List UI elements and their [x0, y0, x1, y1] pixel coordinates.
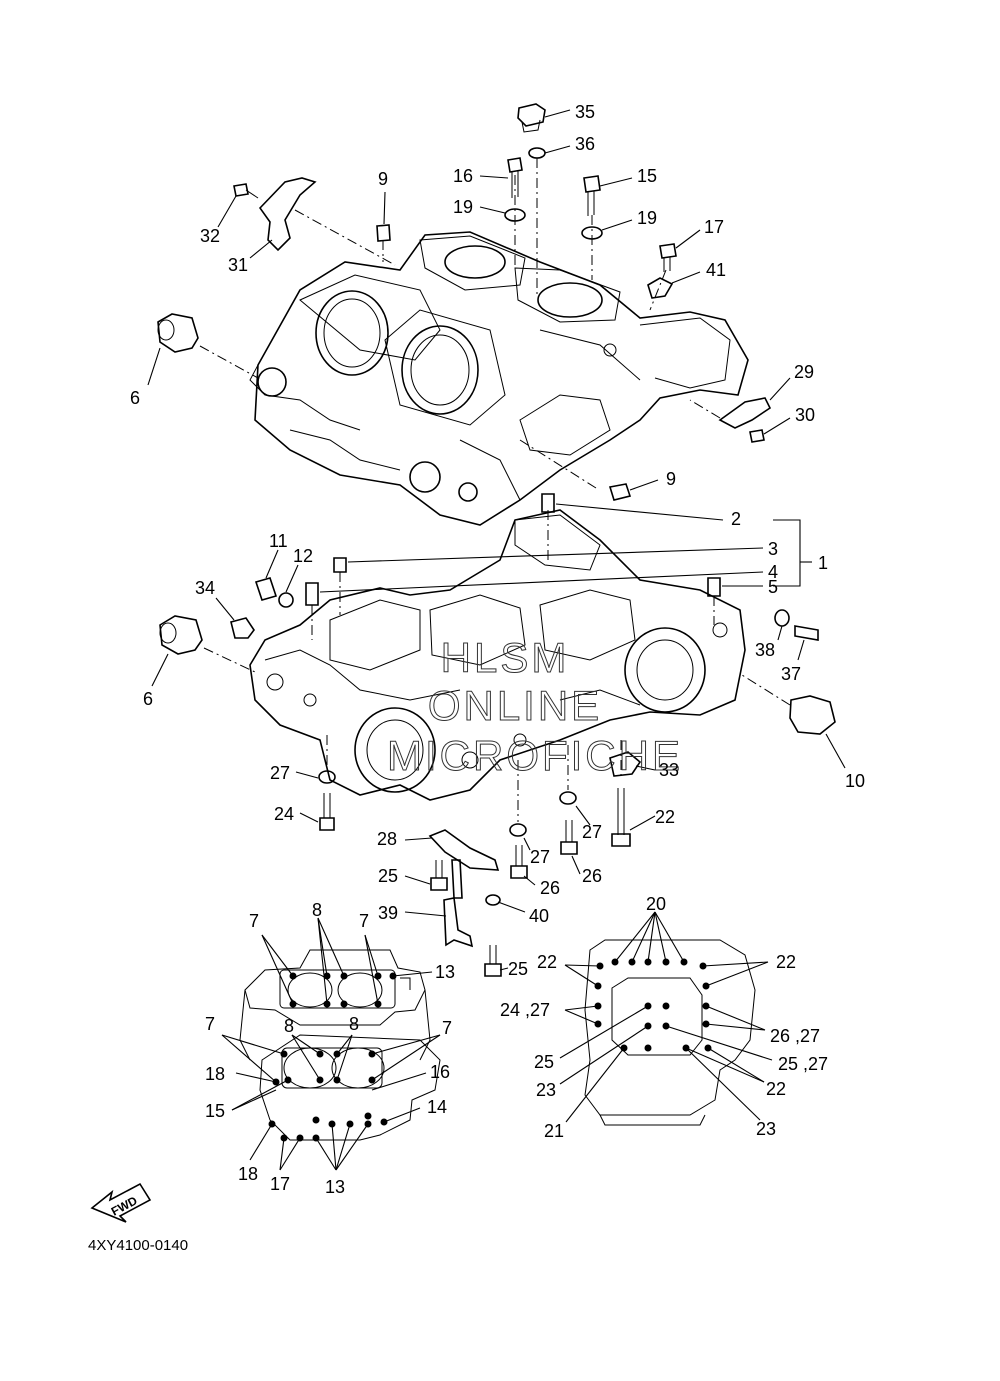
callout-label: 22: [537, 952, 557, 972]
callout-label: 7: [205, 1014, 215, 1034]
assembly-lines: [199, 158, 791, 822]
leader-lines: [147, 109, 846, 1171]
callout-label: 27: [582, 822, 602, 842]
callout-label: 22: [766, 1079, 786, 1099]
callout-label: 23: [536, 1080, 556, 1100]
callout-label: 26: [582, 866, 602, 886]
callout-label: 26 ,27: [770, 1026, 820, 1046]
callout-label: 37: [781, 664, 801, 684]
callout-label: 18: [238, 1164, 258, 1184]
callout-label: 10: [845, 771, 865, 791]
callout-label: 8: [349, 1014, 359, 1034]
callout-label: 25: [378, 866, 398, 886]
callout-label: 24: [274, 804, 294, 824]
callout-label: 41: [706, 260, 726, 280]
callout-label: 11: [269, 531, 288, 551]
callout-label: 17: [270, 1174, 290, 1194]
callout-label: 33: [659, 760, 679, 780]
callout-label: 27: [270, 763, 290, 783]
callout-label: 25 ,27: [778, 1054, 828, 1074]
upper-crankcase: [249, 231, 749, 526]
callout-label: 25: [534, 1052, 554, 1072]
callout-label: 15: [205, 1101, 225, 1121]
callout-label: 22: [776, 952, 796, 972]
callout-label: 9: [378, 169, 388, 189]
callout-label: 34: [195, 578, 215, 598]
callout-label: 4: [768, 562, 778, 582]
callout-label: 13: [435, 962, 455, 982]
callout-label: 24 ,27: [500, 1000, 550, 1020]
callout-label: 22: [655, 807, 675, 827]
callout-label: 7: [359, 911, 369, 931]
callout-label: 14: [427, 1097, 447, 1117]
callout-label: 7: [442, 1018, 452, 1038]
callout-label: 12: [293, 546, 313, 566]
callout-label: 17: [704, 217, 724, 237]
lower-crankcase: [249, 509, 746, 801]
callout-label: 9: [666, 469, 676, 489]
callout-label: 23: [756, 1119, 776, 1139]
callout-label: 5: [768, 577, 778, 597]
callout-label: 21: [544, 1121, 564, 1141]
callout-label: 31: [228, 255, 248, 275]
callout-label: 16: [453, 166, 473, 186]
callout-label: 15: [637, 166, 657, 186]
bolt-pattern-right: [584, 939, 756, 1126]
small-parts: [157, 103, 836, 977]
callout-label: 13: [325, 1177, 345, 1197]
callout-label: 25: [508, 959, 528, 979]
callout-label: 8: [312, 900, 322, 920]
callout-label: 36: [575, 134, 595, 154]
watermark: HLSM ONLINE MICROFICHE: [387, 634, 683, 780]
callout-label: 1: [818, 553, 828, 573]
callout-label: 20: [646, 894, 666, 914]
callout-label: 35: [575, 102, 595, 122]
callout-label: 18: [205, 1064, 225, 1084]
callout-label: 8: [284, 1016, 294, 1036]
callout-label: 7: [249, 911, 259, 931]
callout-label: 19: [453, 197, 473, 217]
callout-label: 26: [540, 878, 560, 898]
callout-label: 38: [755, 640, 775, 660]
callout-label: 29: [794, 362, 814, 382]
callout-label: 3: [768, 539, 778, 559]
callout-label: 6: [130, 388, 140, 408]
forward-arrow: FWD: [90, 1182, 152, 1223]
callout-label: 2: [731, 509, 741, 529]
watermark-line-2: ONLINE: [428, 682, 602, 729]
callout-label: 39: [378, 903, 398, 923]
callout-label: 40: [529, 906, 549, 926]
watermark-line-1: HLSM: [441, 634, 570, 681]
callout-label: 6: [143, 689, 153, 709]
callout-label: 16: [430, 1062, 450, 1082]
callout-label: 32: [200, 226, 220, 246]
callout-labels: 35 36 16 15 9 19 19 17 32 31 41 29 6 30 …: [130, 102, 865, 1197]
bolt-pattern-upper-left: [239, 949, 431, 1061]
watermark-line-3: MICROFICHE: [387, 732, 683, 779]
callout-label: 28: [377, 829, 397, 849]
callout-label: 27: [530, 847, 550, 867]
diagram-code: 4XY4100-0140: [88, 1237, 188, 1254]
callout-label: 19: [637, 208, 657, 228]
callout-label: 30: [795, 405, 815, 425]
forward-arrow-label: FWD: [109, 1193, 140, 1218]
